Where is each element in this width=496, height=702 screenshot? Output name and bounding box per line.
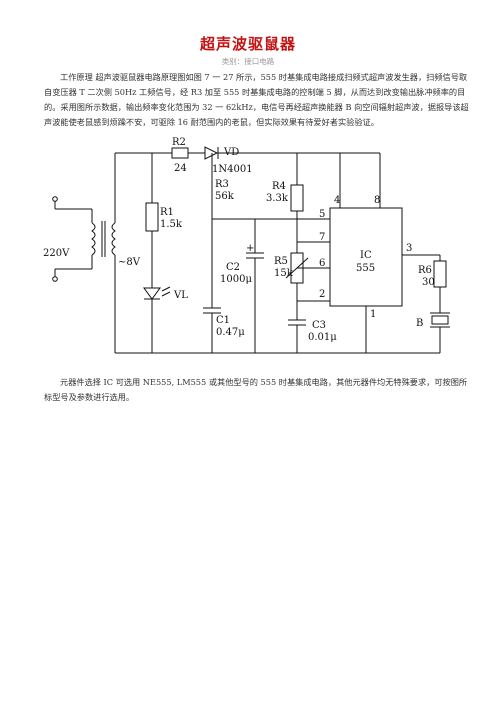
transformer: ~8V — [91, 153, 141, 353]
svg-text:30: 30 — [422, 277, 435, 288]
resistor-r3-value: 56k — [215, 191, 235, 202]
svg-text:R5: R5 — [274, 256, 288, 267]
svg-text:C1: C1 — [216, 315, 230, 326]
svg-text:1: 1 — [370, 309, 376, 320]
capacitor-c2: + C2 1000μ — [220, 219, 264, 353]
resistor-r4: R4 3.3k — [266, 181, 304, 212]
svg-text:+: + — [246, 243, 254, 254]
svg-text:4: 4 — [334, 195, 340, 206]
svg-text:7: 7 — [319, 232, 325, 243]
paragraph-working-principle: 工作原理 超声波驱鼠器电路原理图如图 7 一 27 所示，555 时基集成电路接… — [44, 72, 469, 127]
svg-text:R1: R1 — [160, 207, 174, 218]
svg-text:VL: VL — [173, 290, 188, 301]
transducer-b: B — [416, 312, 450, 329]
article-category: 类别：接口电路 — [221, 57, 275, 66]
capacitor-c1: C1 0.47μ — [203, 223, 245, 353]
ic-555: IC 555 4 8 5 7 6 2 3 1 — [319, 195, 412, 320]
svg-text:R2: R2 — [172, 137, 186, 148]
mains-label: 220V — [43, 248, 70, 259]
resistor-r1: R1 1.5k — [145, 202, 183, 232]
svg-text:1.5k: 1.5k — [160, 219, 183, 230]
svg-text:C2: C2 — [226, 262, 240, 273]
svg-text:24: 24 — [174, 163, 187, 174]
diode-model: 1N4001 — [212, 164, 253, 175]
svg-text:R6: R6 — [418, 265, 432, 276]
svg-text:8: 8 — [374, 195, 380, 206]
svg-text:3.3k: 3.3k — [266, 193, 289, 204]
article-title: 超声波驱鼠器 — [199, 35, 296, 53]
svg-text:1000μ: 1000μ — [220, 274, 252, 285]
svg-text:555: 555 — [356, 263, 375, 274]
svg-text:IC: IC — [360, 250, 372, 261]
resistor-r6: R6 30 — [418, 260, 447, 288]
svg-text:6: 6 — [319, 258, 325, 269]
led-vl: VL — [143, 286, 188, 301]
svg-text:2: 2 — [319, 289, 325, 300]
svg-text:B: B — [416, 318, 423, 329]
svg-text:3: 3 — [406, 243, 412, 254]
svg-text:0.01μ: 0.01μ — [308, 332, 337, 343]
capacitor-c3: C3 0.01μ — [288, 319, 337, 353]
resistor-r2: R2 24 — [171, 137, 189, 174]
paragraph-component-selection: 元器件选择 IC 可选用 NE555, LM555 或其他型号的 555 时基集… — [44, 377, 468, 402]
svg-text:15k: 15k — [274, 268, 294, 279]
mains-input: 220V — [43, 196, 92, 282]
circuit-diagram: 220V ~8V R2 24 VD 1N4001 R1 1.5k VL — [43, 137, 450, 354]
svg-text:C3: C3 — [312, 320, 326, 331]
secondary-label: ~8V — [118, 257, 141, 268]
svg-text:R4: R4 — [272, 181, 286, 192]
resistor-r3-name: R3 — [215, 179, 229, 190]
svg-text:0.47μ: 0.47μ — [216, 327, 245, 338]
svg-text:5: 5 — [319, 209, 325, 220]
